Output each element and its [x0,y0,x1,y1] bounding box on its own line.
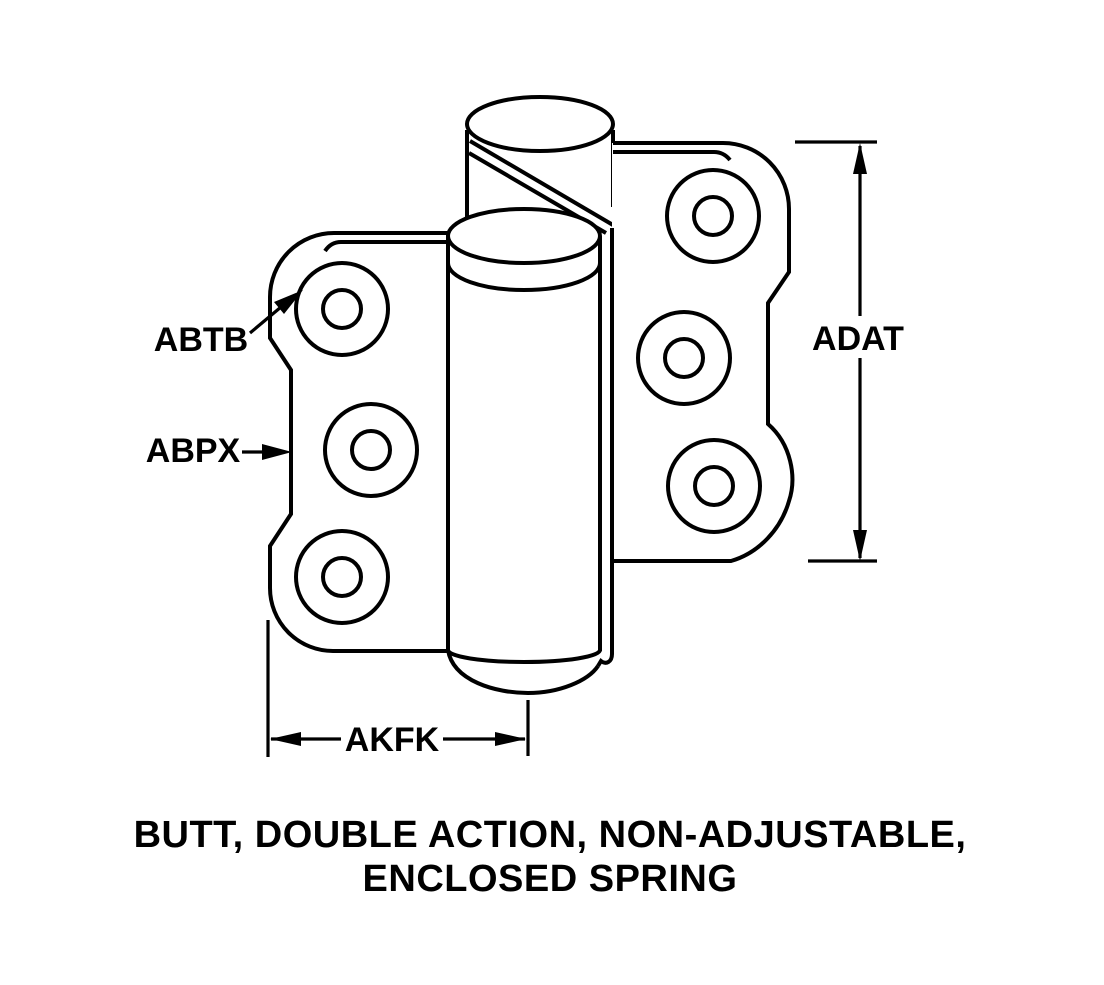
screw-hole-inner [692,195,734,237]
screw-hole-inner [350,429,392,471]
barrel-top-ellipse [446,207,602,265]
right-leaf-screw-holes [636,168,762,534]
screw-hole [636,310,732,406]
screw-hole-inner [321,556,363,598]
abtb-callout: ABTB [154,290,303,359]
screw-hole [323,402,419,498]
abpx-callout: ABPX [146,432,292,470]
adat-arrowhead-down [853,530,867,561]
screw-hole [294,261,390,357]
abpx-arrowhead [262,444,292,460]
screw-hole [666,438,762,534]
akfk-arrowhead-right [495,732,526,746]
akfk-label: AKFK [345,721,440,759]
right-leaf-top-edge-inner-line [613,150,732,162]
pin-diagonal-seam-outer [468,139,615,227]
abtb-label: ABTB [154,321,248,359]
abpx-label: ABPX [146,432,241,470]
screw-hole-inner [663,337,705,379]
screw-hole-inner [693,465,735,507]
akfk-dimension: AKFK [266,620,530,759]
left-leaf-screw-holes [294,261,419,625]
enclosed-spring-barrel [446,207,602,696]
barrel-bottom-band-arc [446,649,600,696]
screw-hole [665,168,761,264]
pin-top-ellipse [465,95,615,153]
akfk-arrowhead-left [270,732,301,746]
caption-line-1: BUTT, DOUBLE ACTION, NON-ADJUSTABLE, [134,814,967,856]
adat-label: ADAT [812,320,904,358]
left-leaf-top-edge-inner-line [323,240,448,253]
figure-caption: BUTT, DOUBLE ACTION, NON-ADJUSTABLE, ENC… [134,814,967,900]
abtb-arrowhead [274,290,303,314]
adat-dimension: ADAT [795,140,904,563]
barrel-bottom-rim-arc [446,649,602,664]
screw-hole [294,529,390,625]
right-leaf-outline [612,141,795,563]
right-leaf-back-edge [596,228,614,668]
barrel-body-fill [448,209,600,676]
screw-hole-inner [321,288,363,330]
adat-arrowhead-up [853,143,867,174]
barrel-top-band-arc [446,262,602,292]
caption-line-2: ENCLOSED SPRING [363,858,738,900]
abtb-leader-line [248,305,283,335]
